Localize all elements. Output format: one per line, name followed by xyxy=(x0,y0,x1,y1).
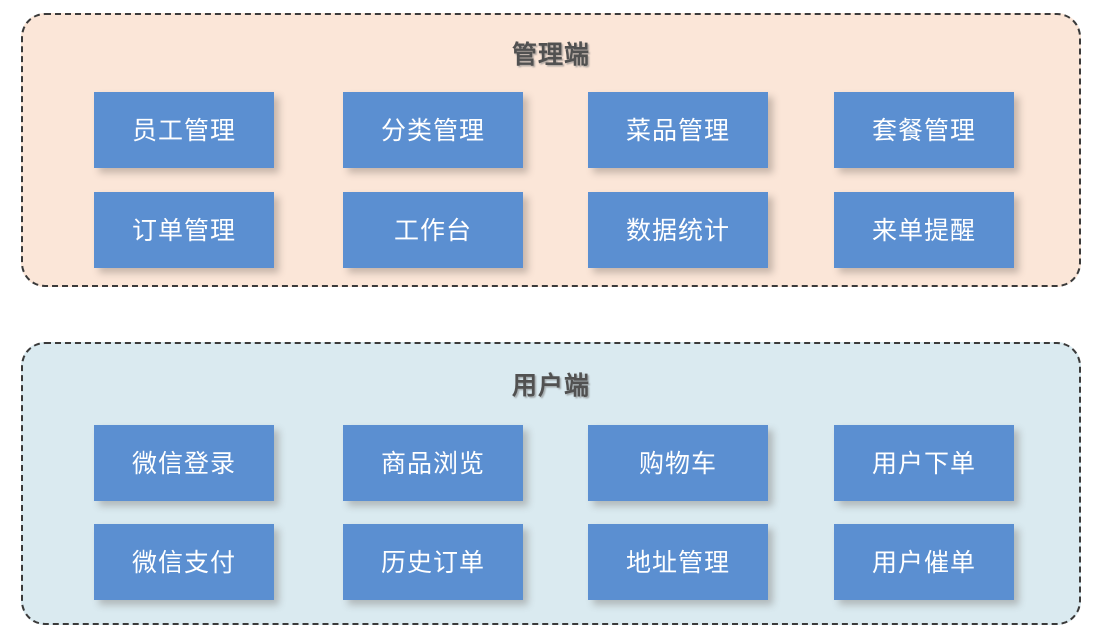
node-order-management[interactable]: 订单管理 xyxy=(94,192,274,268)
node-user-place-order[interactable]: 用户下单 xyxy=(834,425,1014,501)
node-label: 历史订单 xyxy=(380,547,485,577)
node-combo-management[interactable]: 套餐管理 xyxy=(834,92,1014,168)
group-admin: 管理端 员工管理 分类管理 菜品管理 套餐管理 订单管理 xyxy=(21,13,1081,287)
group-admin-title: 管理端 xyxy=(511,40,590,69)
node-category-management[interactable]: 分类管理 xyxy=(343,92,523,168)
node-data-statistics[interactable]: 数据统计 xyxy=(588,192,768,268)
group-user-title: 用户端 xyxy=(511,371,590,400)
node-label: 微信支付 xyxy=(131,547,236,577)
node-label: 购物车 xyxy=(638,448,717,478)
node-wechat-pay[interactable]: 微信支付 xyxy=(94,524,274,600)
node-order-history[interactable]: 历史订单 xyxy=(343,524,523,600)
node-label: 微信登录 xyxy=(131,448,236,478)
node-label: 用户催单 xyxy=(871,547,976,577)
node-user-urge-order[interactable]: 用户催单 xyxy=(834,524,1014,600)
node-product-browse[interactable]: 商品浏览 xyxy=(343,425,523,501)
node-label: 菜品管理 xyxy=(625,115,730,145)
node-new-order-reminder[interactable]: 来单提醒 xyxy=(834,192,1014,268)
group-user-row-2: 微信支付 历史订单 地址管理 用户催单 xyxy=(23,524,1079,600)
node-label: 分类管理 xyxy=(380,115,485,145)
group-admin-row-2: 订单管理 工作台 数据统计 来单提醒 xyxy=(23,192,1079,268)
node-label: 订单管理 xyxy=(131,215,236,245)
node-label: 商品浏览 xyxy=(380,448,485,478)
group-user-row-1: 微信登录 商品浏览 购物车 用户下单 xyxy=(23,425,1079,501)
node-label: 地址管理 xyxy=(625,547,730,577)
node-shopping-cart[interactable]: 购物车 xyxy=(588,425,768,501)
group-user: 用户端 微信登录 商品浏览 购物车 用户下单 微信支付 xyxy=(21,342,1081,625)
node-label: 数据统计 xyxy=(625,215,730,245)
node-label: 套餐管理 xyxy=(871,115,976,145)
node-workbench[interactable]: 工作台 xyxy=(343,192,523,268)
node-address-management[interactable]: 地址管理 xyxy=(588,524,768,600)
node-wechat-login[interactable]: 微信登录 xyxy=(94,425,274,501)
node-label: 用户下单 xyxy=(871,448,976,478)
node-label: 来单提醒 xyxy=(871,215,976,245)
node-employee-management[interactable]: 员工管理 xyxy=(94,92,274,168)
group-admin-row-1: 员工管理 分类管理 菜品管理 套餐管理 xyxy=(23,92,1079,168)
node-dish-management[interactable]: 菜品管理 xyxy=(588,92,768,168)
node-label: 工作台 xyxy=(393,215,472,245)
node-label: 员工管理 xyxy=(131,115,236,145)
